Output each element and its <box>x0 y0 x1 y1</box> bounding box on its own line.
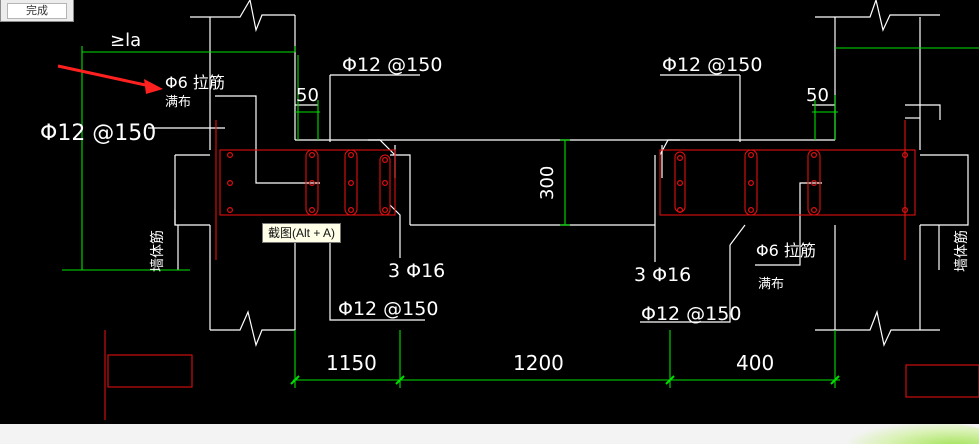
label-rebar-bottom-left: Φ12 @150 <box>338 298 438 320</box>
label-wall-bar-left: 墙体筋 <box>149 230 166 272</box>
status-bar <box>0 424 979 444</box>
dimension-label-3: 400 <box>736 351 774 375</box>
label-rebar-top-right: Φ12 @150 <box>662 54 762 76</box>
dimension-label-1: 1150 <box>326 351 377 375</box>
rebar-lines <box>104 120 979 420</box>
structure-lines <box>148 0 969 347</box>
label-wall-bar-right: 墙体筋 <box>953 230 970 272</box>
label-bars-right: 3 Φ16 <box>634 264 691 286</box>
label-tie-bar-right: Φ6 拉筋 <box>756 241 816 260</box>
rebar-dots <box>227 152 908 214</box>
label-tie-bar-left-sub: 满布 <box>165 95 191 110</box>
logo-glow <box>849 424 979 444</box>
label-offset-left: 50 <box>296 85 319 106</box>
label-rebar-top-left: Φ12 @150 <box>342 54 442 76</box>
label-offset-right: 50 <box>806 85 829 106</box>
dimension-lines <box>62 46 979 388</box>
drawing-labels: ≥la Φ6 拉筋 满布 Φ12 @150 Φ12 @150 Φ12 @150 … <box>40 30 970 375</box>
finish-button-frame: 完成 <box>0 0 74 22</box>
label-beam-depth: 300 <box>537 166 558 200</box>
red-pointer-arrow-icon <box>57 64 163 94</box>
screenshot-tooltip: 截图(Alt + A) <box>262 223 342 243</box>
label-anchorage: ≥la <box>110 30 141 51</box>
label-bars-left: 3 Φ16 <box>388 260 445 282</box>
dimension-label-2: 1200 <box>513 351 564 375</box>
dimension-ticks <box>290 375 840 385</box>
label-tie-bar-left: Φ6 拉筋 <box>165 73 225 92</box>
app-logo-icon <box>809 424 979 444</box>
finish-button[interactable]: 完成 <box>7 3 67 19</box>
label-rebar-bottom-right: Φ12 @150 <box>641 303 741 325</box>
label-tie-bar-right-sub: 满布 <box>758 277 784 292</box>
label-rebar-left-side: Φ12 @150 <box>40 121 156 146</box>
